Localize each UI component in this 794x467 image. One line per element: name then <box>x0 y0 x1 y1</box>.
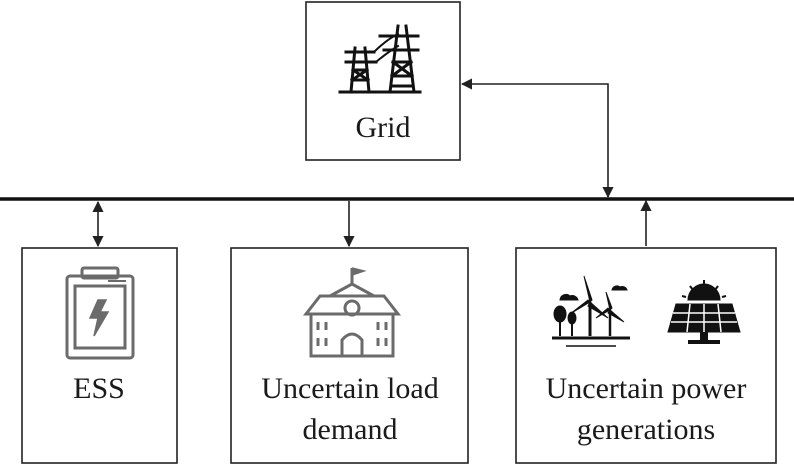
grid-box <box>305 1 461 161</box>
ess-label: ESS <box>73 372 125 405</box>
grid-label: Grid <box>356 111 411 144</box>
battery-icon <box>65 266 135 360</box>
generation-label-line2: generations <box>577 413 715 446</box>
generation-label-line1: Uncertain power <box>546 372 747 405</box>
load-block: Uncertain load demand <box>230 201 469 464</box>
load-label-line2: demand <box>303 413 398 446</box>
building-icon <box>302 267 402 358</box>
grid-block: Grid <box>305 1 461 161</box>
wind-turbine-icon <box>552 275 630 347</box>
load-label-line1: Uncertain load <box>261 372 438 405</box>
ess-box <box>21 247 178 464</box>
generation-block: Uncertain power generations <box>515 199 777 464</box>
solar-panel-icon <box>667 280 741 344</box>
ess-block: ESS <box>21 200 178 464</box>
generation-box <box>515 247 777 464</box>
grid-bus-connector <box>460 78 614 199</box>
transmission-tower-icon <box>338 24 422 94</box>
